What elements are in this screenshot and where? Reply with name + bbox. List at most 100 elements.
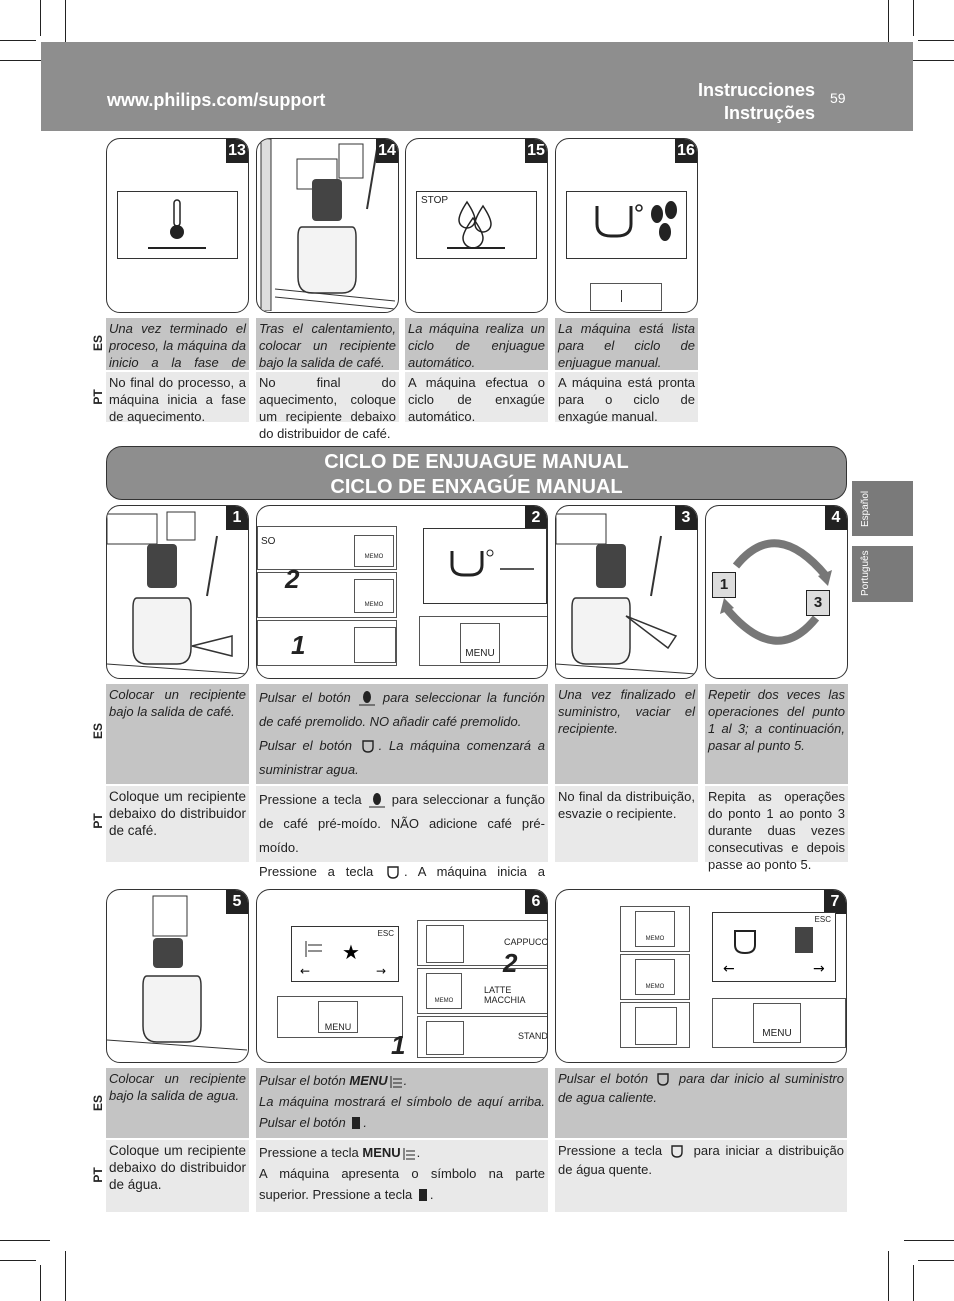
pitcher-memo-icon bbox=[416, 1187, 430, 1205]
display-screen: ESC ← → bbox=[712, 912, 836, 982]
banner-title-pt: CICLO DE ENXAGÚE MANUAL bbox=[330, 476, 623, 498]
pitcher-memo-icon bbox=[349, 1115, 363, 1133]
callout-1: 1 bbox=[291, 630, 306, 660]
menu-panel: MENU bbox=[712, 998, 846, 1048]
step-14-image: 14 bbox=[256, 138, 399, 313]
step-1-number: 1 bbox=[226, 506, 248, 530]
step-14-text-es: Tras el calentamiento, colocar un recipi… bbox=[256, 318, 399, 370]
remove-pitcher-illustration bbox=[556, 513, 696, 675]
header-title-pt: Instruções bbox=[723, 103, 815, 123]
display-screen bbox=[566, 191, 687, 259]
step-16-text-es: La máquina está lista para el ciclo de e… bbox=[555, 318, 698, 370]
cup-beans-icon bbox=[595, 201, 677, 241]
step-2-text-es: Pulsar el botón para seleccionar la func… bbox=[256, 684, 548, 784]
tab-portugues[interactable]: Português bbox=[852, 546, 913, 602]
step-13-number: 13 bbox=[226, 139, 248, 163]
step-13-text-pt: No final do processo, a máquina inicia a… bbox=[106, 372, 249, 424]
svg-text:←: ← bbox=[300, 964, 310, 978]
menu-icon bbox=[621, 290, 632, 302]
menu-panel: MENU bbox=[419, 616, 547, 666]
cappuccino-label: CAPPUCCI bbox=[504, 937, 548, 947]
step-14-text-pt: No final do aquecimento, coloque um reci… bbox=[256, 372, 399, 441]
step-13-text-es: Una vez terminado el proceso, la máquina… bbox=[106, 318, 249, 387]
menu-star-screen-icons: ★ ← → bbox=[300, 940, 386, 978]
callout-2: 2 bbox=[503, 948, 518, 978]
step-6-text-es: Pulsar el botón MENU. La máquina mostrar… bbox=[256, 1068, 548, 1138]
step-1-text-es: Colocar un recipiente bajo la salida de … bbox=[106, 684, 249, 784]
power-button[interactable] bbox=[426, 1021, 464, 1055]
water-memo-button[interactable]: MEMO bbox=[635, 959, 675, 995]
ground-coffee-icon bbox=[367, 792, 387, 810]
step-3-image: 3 bbox=[555, 505, 698, 679]
latte-label: LATTE MACCHIA bbox=[484, 985, 526, 1005]
step-5-image: 5 bbox=[106, 889, 249, 1063]
lang-label-es: ES bbox=[91, 723, 105, 740]
menu-button[interactable]: MENU bbox=[460, 623, 500, 663]
lang-label-pt: PT bbox=[91, 813, 105, 829]
panel-row-2: MEMO bbox=[257, 572, 397, 618]
panel-row-latte: MEMO LATTE MACCHIA bbox=[417, 968, 547, 1014]
step-6-text-pt: Pressione a tecla MENU. A máquina aprese… bbox=[256, 1140, 548, 1212]
lang-label-es: ES bbox=[91, 335, 105, 352]
menu-icon bbox=[401, 1146, 417, 1162]
water-cup-memo-icon bbox=[668, 1143, 688, 1161]
tab-espanol[interactable]: Español bbox=[852, 481, 913, 536]
panel-row-3 bbox=[620, 1002, 690, 1048]
step-4-image: 4 1 3 bbox=[705, 505, 848, 679]
step-7-text-es: Pulsar el botón para dar inicio al sumin… bbox=[555, 1068, 847, 1138]
aroma-button[interactable] bbox=[354, 627, 396, 663]
svg-text:→: → bbox=[813, 961, 825, 977]
step-13-image: 13 bbox=[106, 138, 249, 313]
memo-button[interactable] bbox=[426, 925, 464, 963]
memo-button[interactable]: MEMO bbox=[635, 911, 675, 947]
display-screen: ESC ★ ← → bbox=[291, 926, 399, 982]
step-6-number: 6 bbox=[525, 890, 547, 914]
page-header: www.philips.com/support Instrucciones In… bbox=[41, 42, 913, 131]
lang-label-pt: PT bbox=[91, 389, 105, 405]
pitcher-memo-button[interactable]: MEMO bbox=[426, 973, 462, 1009]
panel-row-cappuccino: CAPPUCCI bbox=[417, 920, 548, 966]
menu-icon bbox=[388, 1074, 404, 1090]
step-16-number: 16 bbox=[675, 139, 697, 163]
step-1-text-pt: Coloque um recipiente debaixo do distrib… bbox=[106, 786, 249, 862]
water-cup-memo-icon bbox=[359, 738, 379, 756]
menu-button[interactable]: MENU bbox=[753, 1003, 801, 1043]
step-14-number: 14 bbox=[376, 139, 398, 163]
step-16-text-pt: A máquina está pronta para o ciclo de en… bbox=[555, 372, 698, 424]
step-4-text-es: Repetir dos veces las operaciones del pu… bbox=[705, 684, 848, 784]
callout-1: 1 bbox=[391, 1030, 406, 1060]
panel-row-3 bbox=[257, 620, 397, 666]
step-4-number: 4 bbox=[825, 506, 847, 530]
lang-label-es: ES bbox=[91, 1095, 105, 1112]
svg-text:★: ★ bbox=[342, 940, 360, 964]
step-7-image: 7 MEMO MEMO ESC ← → MENU bbox=[555, 889, 847, 1063]
step-15-number: 15 bbox=[525, 139, 547, 163]
display-screen: STOP bbox=[416, 191, 537, 259]
menu-button[interactable]: MENU bbox=[318, 1001, 358, 1033]
step-7-number: 7 bbox=[824, 890, 846, 914]
thermometer-icon bbox=[148, 199, 206, 249]
step-5-number: 5 bbox=[226, 890, 248, 914]
water-drops-icon bbox=[447, 200, 505, 249]
page-number: 59 bbox=[830, 90, 846, 106]
header-title-es: Instrucciones bbox=[697, 80, 815, 100]
step-3-text-es: Una vez finalizado el suministro, vaciar… bbox=[555, 684, 698, 784]
banner-title-es: CICLO DE ENJUAGUE MANUAL bbox=[324, 451, 629, 473]
support-url[interactable]: www.philips.com/support bbox=[107, 90, 326, 110]
svg-text:→: → bbox=[376, 964, 386, 978]
step-15-text-pt: A máquina efectua o ciclo de enxagúe aut… bbox=[405, 372, 548, 424]
standby-label: STAND bbox=[518, 1031, 548, 1041]
step-5-text-es: Colocar un recipiente bajo la salida de … bbox=[106, 1068, 249, 1138]
teapot-carafe-screen-icons: ← → bbox=[723, 927, 825, 977]
step-15-text-es: La máquina realiza un ciclo de enjuague … bbox=[405, 318, 548, 370]
panel-row-1: MEMO bbox=[620, 906, 690, 952]
step-1-image: 1 bbox=[106, 505, 249, 679]
panel-row-standby: STAND bbox=[417, 1016, 548, 1058]
step-15-image: 15 STOP bbox=[405, 138, 548, 313]
section-banner: CICLO DE ENJUAGUE MANUAL CICLO DE ENXAGÚ… bbox=[106, 446, 847, 500]
aroma-button[interactable] bbox=[635, 1007, 677, 1045]
water-memo-button[interactable]: MEMO bbox=[354, 579, 394, 613]
memo-button[interactable]: MEMO bbox=[354, 535, 394, 567]
pitcher-under-water-spout-illustration bbox=[107, 895, 247, 1051]
step-2-text-pt: Pressione a tecla para seleccionar a fun… bbox=[256, 786, 548, 903]
